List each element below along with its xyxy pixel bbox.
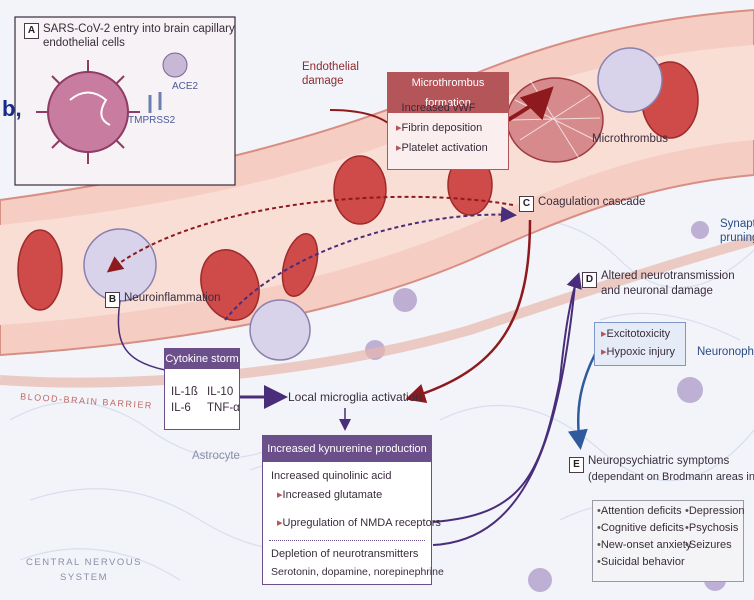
kynurenine-nmda: Upregulation of NMDA receptors [277,516,441,529]
badge-d: D [582,272,597,288]
tmprss2-label: TMPRSS2 [128,115,175,127]
symptom-6: Psychosis [685,522,738,534]
astrocyte-label: Astrocyte [192,450,240,463]
kynurenine-quinolinic: Increased quinolinic acid [271,470,391,483]
badge-a: A [24,23,39,39]
kynurenine-glutamate: Increased glutamate [277,488,382,501]
microthrombus-item-1: Increased vWF [396,101,476,114]
synaptic-line2: pruning [720,232,754,245]
kynurenine-box: Increased kynurenine production Increase… [262,435,432,585]
cytokine-il10: IL-10 [207,386,233,399]
synaptic-line1: Synaptic [720,218,754,231]
symptom-3: New-onset anxiety [597,539,691,551]
cytokine-il6: IL-6 [171,402,191,415]
kynurenine-depletion: Depletion of neurotransmitters [271,548,418,561]
badge-c: C [519,196,534,212]
cytokine-box: Cytokine storm IL-1ß IL-10 IL-6 TNF-α [164,348,240,430]
neuronophagy-label: Neuronophagy [697,346,754,359]
symptom-1: Attention deficits [597,505,682,517]
microthrombus-clot [507,78,603,162]
symptom-2: Cognitive deficits [597,522,684,534]
section-d-item-1: Excitotoxicity [601,327,670,340]
section-a-title-line2: endothelial cells [43,37,125,50]
kynurenine-title: Increased kynurenine production [263,436,431,462]
section-e-line1: Neuropsychiatric symptoms [588,455,729,468]
microthrombus-box: Microthrombus formation Increased vWF Fi… [387,72,509,170]
cytokine-tnfa: TNF-α [207,402,240,415]
microthrombus-item-3: Platelet activation [396,141,488,154]
cns-line1: CENTRAL NERVOUS [26,558,142,569]
badge-e: E [569,457,584,473]
kynurenine-transmitters: Serotonin, dopamine, norepinephrine [271,566,444,578]
section-b-label: Neuroinflammation [124,292,221,305]
section-d-item-2: Hypoxic injury [601,345,675,358]
local-microglia-label: Local microglia activation [288,391,422,405]
section-d-line1: Altered neurotransmission [601,270,735,283]
symptom-5: Depression [685,505,745,517]
microthrombus-item-2: Fibrin deposition [396,121,482,134]
cytokine-il1b: IL-1ß [171,386,198,399]
microthrombus-label: Microthrombus [592,133,668,146]
section-d-box: Excitotoxicity Hypoxic injury [594,322,686,366]
symptom-4: Suicidal behavior [597,556,685,568]
cns-line2: SYSTEM [60,573,108,584]
symptom-7: Seizures [685,539,732,551]
section-e-line2: (dependant on Brodmann areas involved) [588,471,754,484]
endothelial-damage-line2: damage [302,75,344,88]
section-a-title-line1: SARS-CoV-2 entry into brain capillary [43,23,235,36]
section-d-line2: and neuronal damage [601,285,713,298]
panel-label: b, [2,96,22,121]
kynurenine-divider [269,540,425,541]
badge-b: B [105,292,120,308]
cytokine-title: Cytokine storm [165,349,239,369]
endothelial-damage-line1: Endothelial [302,61,359,74]
section-c-label: Coagulation cascade [538,196,645,209]
ace2-label: ACE2 [172,81,198,93]
section-e-box: Attention deficits Cognitive deficits Ne… [592,500,744,582]
